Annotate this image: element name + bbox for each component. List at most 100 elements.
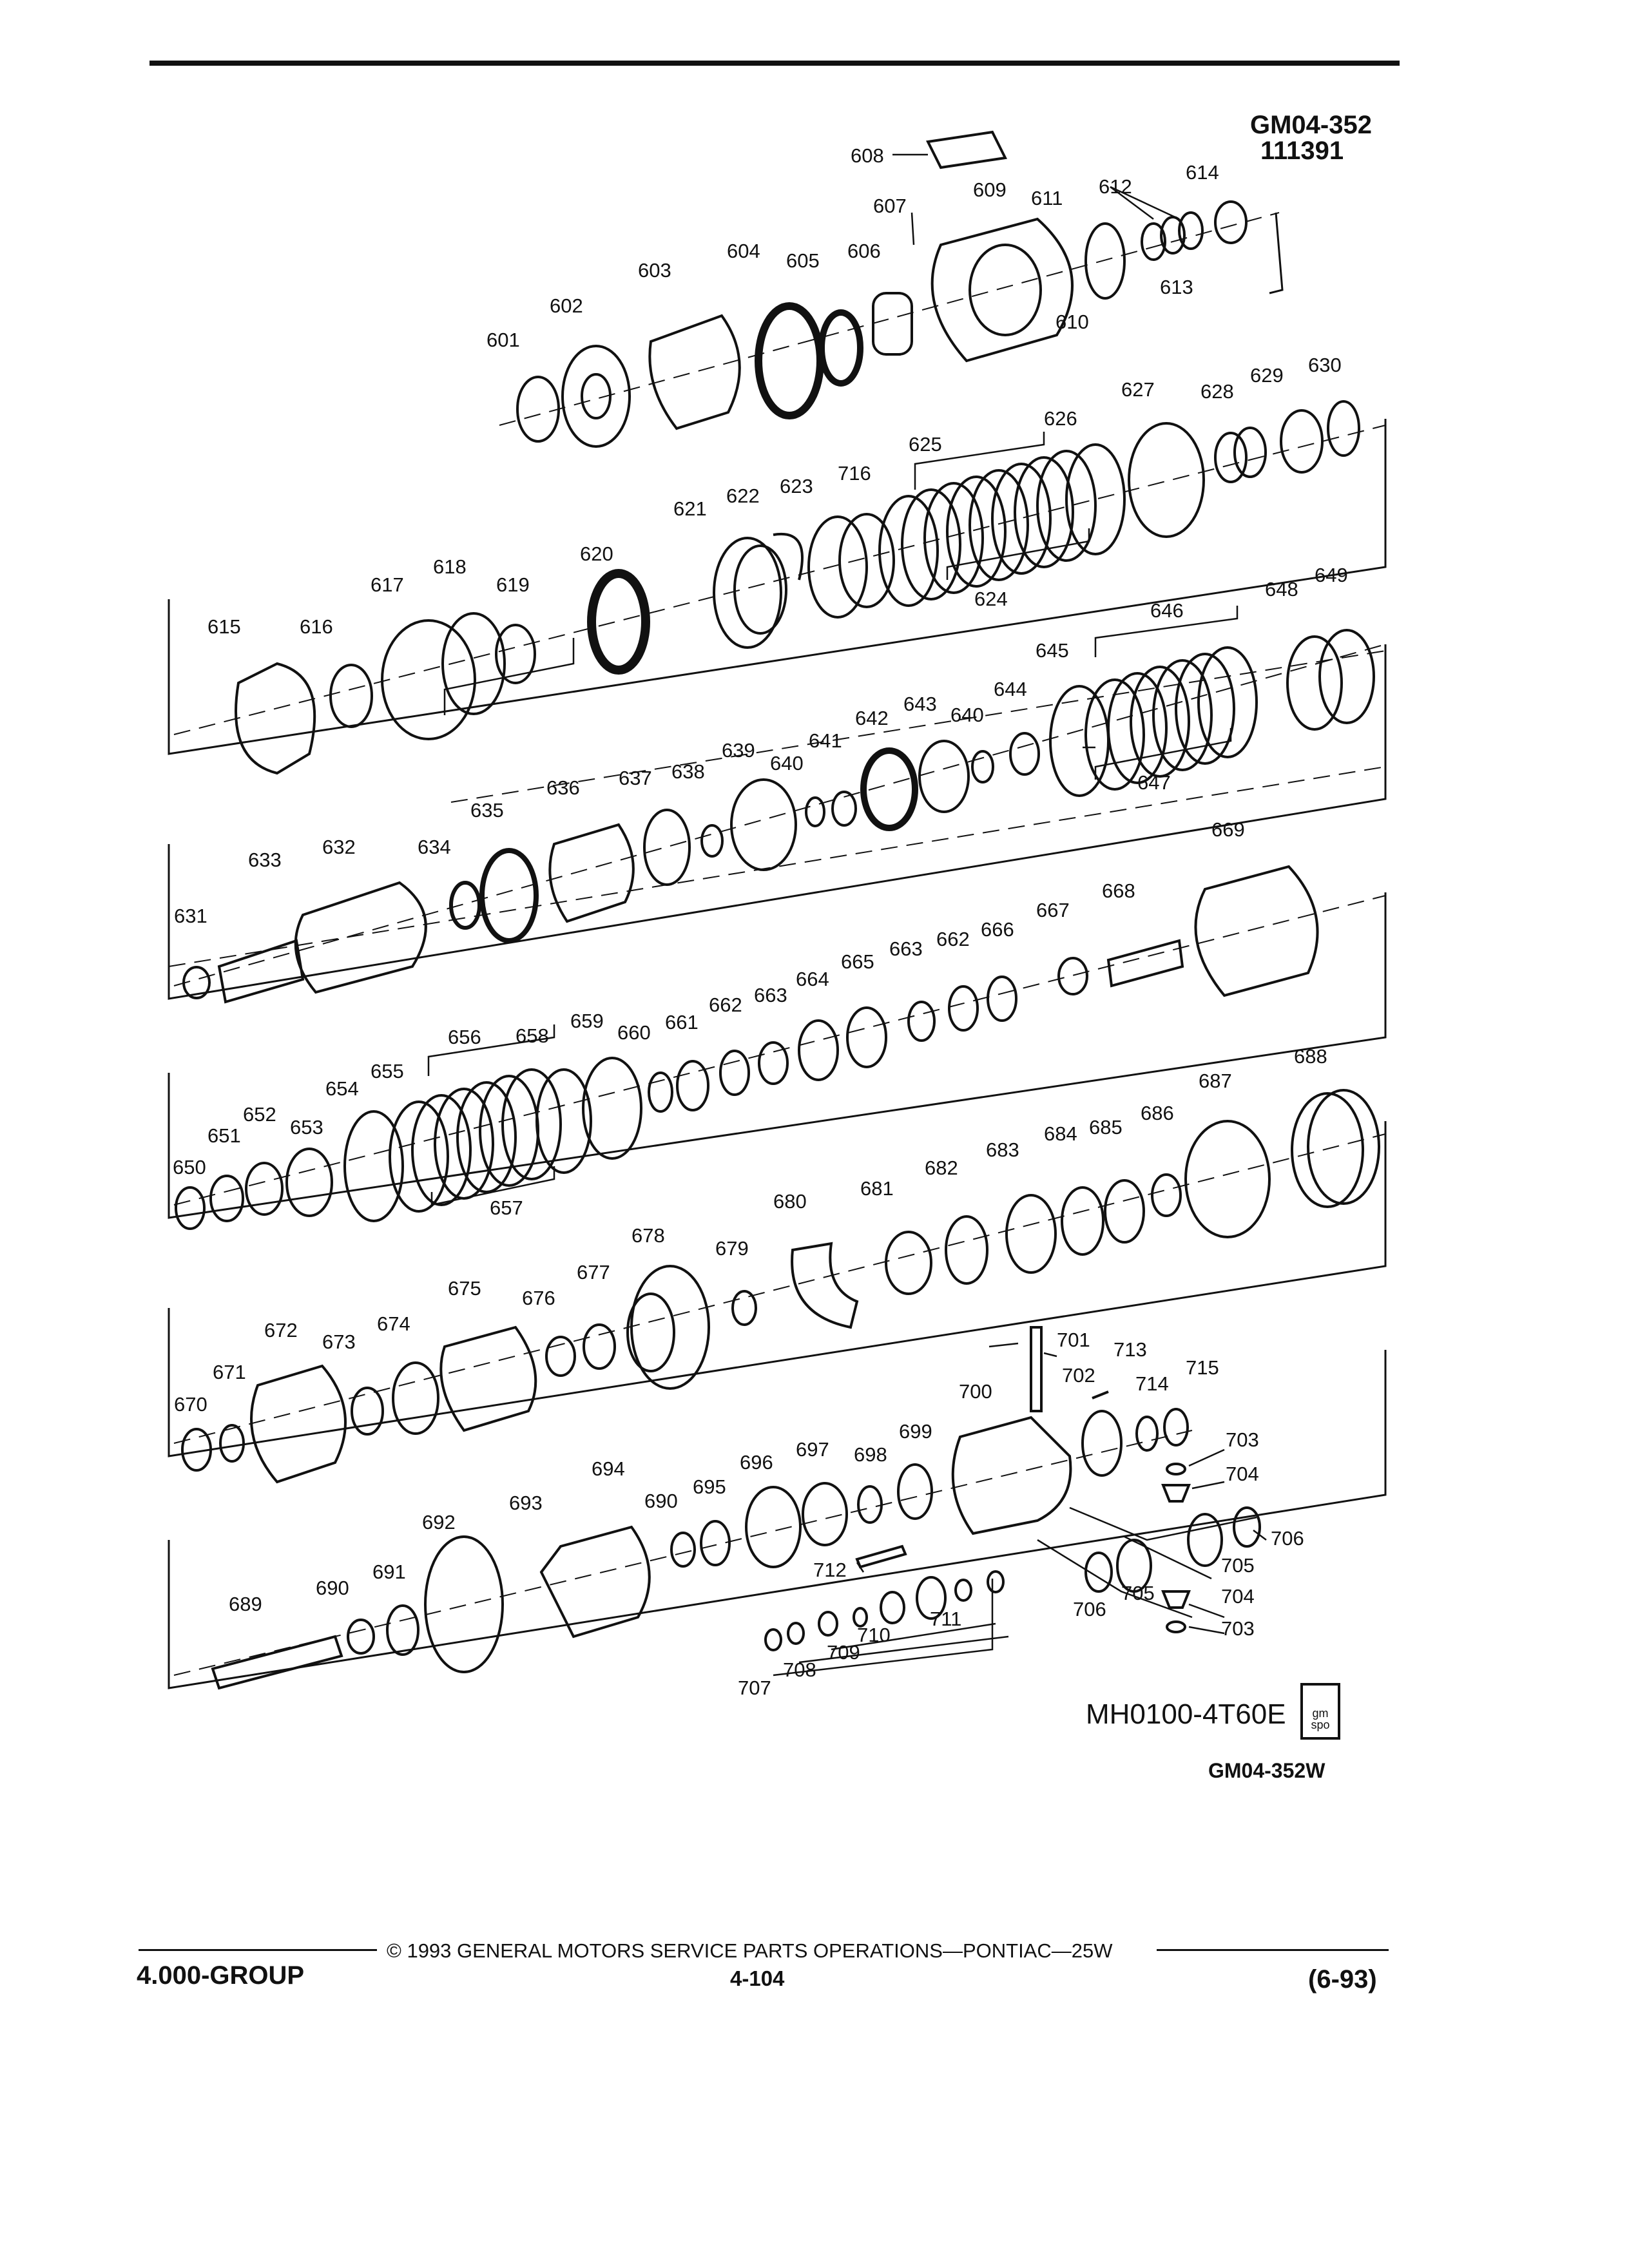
- callout-703a: 703: [1226, 1428, 1259, 1451]
- part-603-housing: [648, 314, 741, 430]
- part-708-washer: [787, 1622, 805, 1645]
- panel-4-frame: [168, 892, 1387, 1219]
- callout-703b: 703: [1221, 1617, 1255, 1640]
- callout-687: 687: [1199, 1070, 1232, 1092]
- part-643-carrier: [918, 740, 970, 813]
- part-632-shaft: [217, 939, 305, 1004]
- part-613-ring: [1178, 211, 1204, 250]
- callout-690a: 690: [316, 1577, 349, 1599]
- part-638-washer: [700, 824, 724, 858]
- footer-copyright: © 1993 GENERAL MOTORS SERVICE PARTS OPER…: [387, 1939, 1113, 1962]
- callout-694: 694: [592, 1457, 625, 1480]
- callout-624: 624: [974, 588, 1008, 610]
- part-689-shaft: [211, 1635, 343, 1690]
- callout-714: 714: [1135, 1372, 1169, 1395]
- part-606-bushing: [872, 292, 913, 356]
- callout-673: 673: [322, 1331, 356, 1353]
- panel-1-frame: [1269, 212, 1284, 294]
- part-601-snap-ring: [516, 376, 560, 443]
- part-706-washer: [1233, 1506, 1261, 1548]
- callout-684: 684: [1044, 1122, 1077, 1145]
- callout-613: 613: [1160, 276, 1193, 298]
- callout-658: 658: [516, 1024, 549, 1047]
- part-668-shaft: [1106, 939, 1184, 988]
- callout-634: 634: [418, 836, 451, 858]
- callout-629: 629: [1250, 364, 1284, 387]
- part-716-plate: [838, 513, 895, 608]
- part-681-bushing: [885, 1231, 932, 1295]
- part-630-washer: [1327, 400, 1360, 457]
- part-644-washer: [1009, 732, 1040, 776]
- callout-643: 643: [903, 693, 937, 715]
- part-649-snap-ring: [1318, 629, 1375, 724]
- callout-628: 628: [1200, 380, 1234, 403]
- callout-680: 680: [773, 1190, 807, 1213]
- part-651-bearing: [209, 1175, 244, 1222]
- image-code: GM04-352W: [1208, 1759, 1325, 1782]
- part-648-plate: [1286, 635, 1343, 731]
- part-650-bushing: [175, 1186, 206, 1230]
- callout-610: 610: [1055, 311, 1089, 333]
- callout-632: 632: [322, 836, 356, 858]
- callout-651: 651: [207, 1124, 241, 1147]
- part-641-ring: [831, 791, 857, 827]
- callout-708: 708: [783, 1658, 816, 1681]
- part-611-ring: [1084, 222, 1126, 300]
- callout-657: 657: [490, 1196, 523, 1219]
- part-665-bearing: [846, 1006, 887, 1068]
- callout-635: 635: [470, 799, 504, 822]
- callout-710: 710: [857, 1624, 891, 1646]
- part-690b-bushing: [670, 1532, 696, 1568]
- callout-627: 627: [1121, 378, 1155, 401]
- part-662-ring: [719, 1050, 750, 1096]
- callout-645: 645: [1036, 639, 1069, 662]
- part-623-plate: [807, 515, 868, 619]
- part-646-647-clutch-pack: [1084, 646, 1258, 791]
- part-699-ring: [897, 1463, 933, 1520]
- callout-682: 682: [925, 1157, 958, 1179]
- callout-646: 646: [1150, 599, 1184, 622]
- panel-5-frame: [168, 1121, 1387, 1457]
- part-609-pump-body: [930, 217, 1074, 363]
- callout-691: 691: [372, 1561, 406, 1583]
- part-640-washer: [805, 796, 825, 827]
- callout-711: 711: [930, 1608, 961, 1630]
- part-634-ring: [449, 881, 481, 930]
- part-703-washer: [1166, 1463, 1186, 1475]
- part-685-ring: [1104, 1179, 1145, 1244]
- part-632-drum: [294, 881, 427, 994]
- part-655-657-clutch-pack: [389, 1068, 562, 1213]
- part-619-bushing: [495, 624, 536, 684]
- callout-688: 688: [1294, 1045, 1327, 1068]
- callout-612: 612: [1099, 175, 1132, 198]
- callout-676: 676: [522, 1287, 555, 1309]
- part-712-pin: [855, 1544, 907, 1569]
- part-692-snap-ring: [424, 1535, 504, 1673]
- callout-702: 702: [1062, 1364, 1095, 1387]
- part-684-ring: [1061, 1186, 1104, 1256]
- callout-617: 617: [371, 573, 404, 596]
- part-705-gear: [1187, 1513, 1223, 1567]
- part-614-bushing: [1214, 200, 1248, 244]
- callout-704a: 704: [1226, 1463, 1259, 1485]
- part-695-ring: [700, 1520, 731, 1566]
- part-621-hub: [713, 537, 782, 649]
- row-6-parts: [211, 1326, 1261, 1690]
- part-706b-washer: [1084, 1552, 1113, 1593]
- part-658-plate: [535, 1068, 592, 1174]
- callout-648: 648: [1265, 578, 1298, 601]
- callout-663a: 663: [754, 984, 787, 1006]
- panel-frames: [168, 212, 1387, 1689]
- callout-654: 654: [325, 1077, 359, 1100]
- part-660-washer: [648, 1072, 673, 1113]
- part-605-seal: [818, 309, 863, 387]
- callout-683: 683: [986, 1139, 1019, 1161]
- part-631-bushing: [182, 966, 211, 999]
- callout-614: 614: [1186, 161, 1219, 184]
- panel-6-frame: [168, 1350, 1387, 1689]
- figure-id: GM04-352: [1250, 111, 1372, 139]
- panel-3-frame: [168, 644, 1387, 1000]
- part-627-snap-ring: [1128, 422, 1205, 538]
